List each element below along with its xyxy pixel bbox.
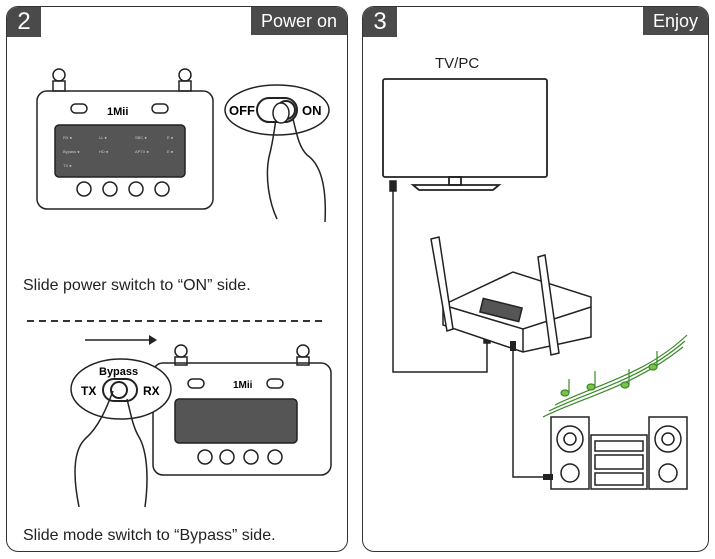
enjoy-illustration (382, 78, 688, 490)
switch-off-label: OFF (229, 103, 255, 118)
device-leds: RX ● LL ● SBC ● E ● Bypass ● HD ● APTX ● E ● T… (63, 135, 174, 168)
step-title: Power on (250, 7, 347, 35)
music-notes-icon (542, 334, 688, 418)
brand-logo: 1Mii (107, 106, 128, 118)
step-2-panel: 2 Power on RX ● LL ● SBC ● E ● Bypass ● HD ●… (6, 6, 348, 552)
svg-text:E ●: E ● (167, 135, 174, 140)
svg-text:APTX ●: APTX ● (135, 149, 150, 154)
step-3-panel: 3 Enjoy TV/PC (362, 6, 709, 552)
output-cable (512, 349, 543, 478)
transmitter-device (430, 236, 592, 356)
device-lower-view (152, 344, 332, 476)
svg-text:RX ●: RX ● (63, 135, 73, 140)
device-top-view (36, 68, 214, 210)
svg-text:SBC ●: SBC ● (135, 135, 147, 140)
stereo-system-icon (550, 416, 688, 490)
step-number: 2 (7, 7, 41, 37)
mode-bypass-label: Bypass (99, 366, 138, 378)
mode-switch (102, 378, 138, 402)
tv-icon (382, 78, 548, 191)
step-number: 3 (363, 7, 397, 37)
switch-on-label: ON (302, 103, 322, 118)
svg-text:E ●: E ● (167, 149, 174, 154)
mode-rx-label: RX (143, 384, 160, 398)
svg-text:LL ●: LL ● (99, 135, 107, 140)
mode-tx-label: TX (81, 384, 96, 398)
mode-caption: Slide mode switch to “Bypass” side. (23, 527, 276, 544)
brand-logo-lower: 1Mii (233, 380, 253, 391)
svg-text:HD ●: HD ● (99, 149, 109, 154)
step-title: Enjoy (642, 7, 708, 35)
tv-label: TV/PC (435, 55, 480, 72)
power-on-illustration: RX ● LL ● SBC ● E ● Bypass ● HD ● APTX ● E ● T… (27, 68, 332, 508)
power-caption: Slide power switch to “ON” side. (23, 277, 251, 294)
hand-icon (266, 110, 327, 223)
hand-icon-lower (74, 390, 148, 508)
svg-text:TX ●: TX ● (63, 163, 72, 168)
svg-text:Bypass ●: Bypass ● (63, 149, 80, 154)
